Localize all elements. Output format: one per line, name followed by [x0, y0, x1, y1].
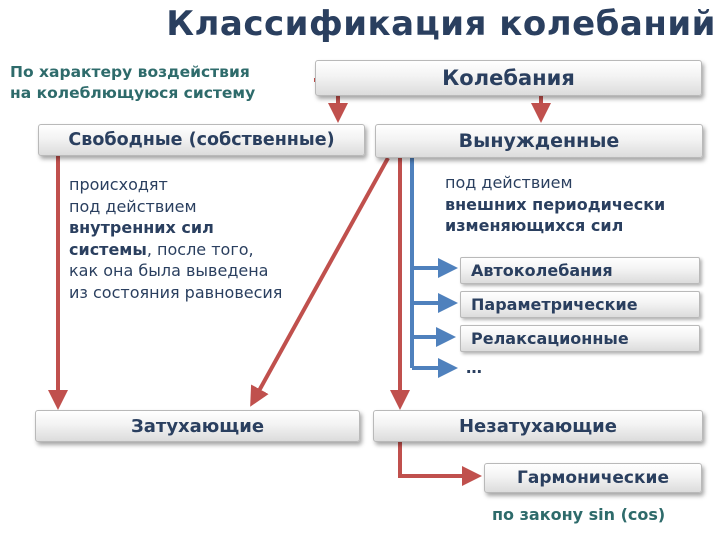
- page-title: Классификация колебаний: [166, 4, 716, 44]
- arrow-forced-to-damped: [250, 157, 390, 407]
- node-free-oscillations: Свободные (собственные): [38, 124, 365, 156]
- node-undamped: Незатухающие: [373, 410, 703, 442]
- node-parametric-label: Параметрические: [471, 295, 638, 314]
- harmonic-law-note: по закону sin (cos): [492, 505, 666, 524]
- node-relaxation-label: Релаксационные: [471, 329, 629, 348]
- arrow-undamped-to-harmonic: [398, 442, 482, 486]
- node-undamped-label: Незатухающие: [458, 415, 618, 437]
- node-forced-oscillations: Вынужденные: [375, 124, 703, 158]
- node-forced-label: Вынужденные: [458, 130, 620, 152]
- node-harmonic: Гармонические: [484, 463, 702, 493]
- node-oscillations-label: Колебания: [442, 66, 575, 90]
- node-ellipsis: …: [466, 358, 482, 377]
- node-damped-label: Затухающие: [130, 415, 265, 437]
- node-harmonic-label: Гармонические: [517, 468, 669, 488]
- node-relaxation: Релаксационные: [460, 325, 700, 352]
- classification-criterion: По характеру воздействия на колеблющуюся…: [10, 63, 256, 102]
- node-auto-label: Автоколебания: [471, 261, 613, 280]
- node-oscillations: Колебания: [315, 60, 702, 96]
- node-self-oscillations: Автоколебания: [460, 257, 700, 284]
- free-oscillations-description: происходят под действием внутренних сил …: [69, 175, 283, 302]
- forced-oscillations-description: под действием внешних периодически измен…: [445, 173, 666, 235]
- node-free-label: Свободные (собственные): [68, 130, 335, 150]
- node-parametric: Параметрические: [460, 291, 700, 318]
- node-damped: Затухающие: [35, 410, 360, 442]
